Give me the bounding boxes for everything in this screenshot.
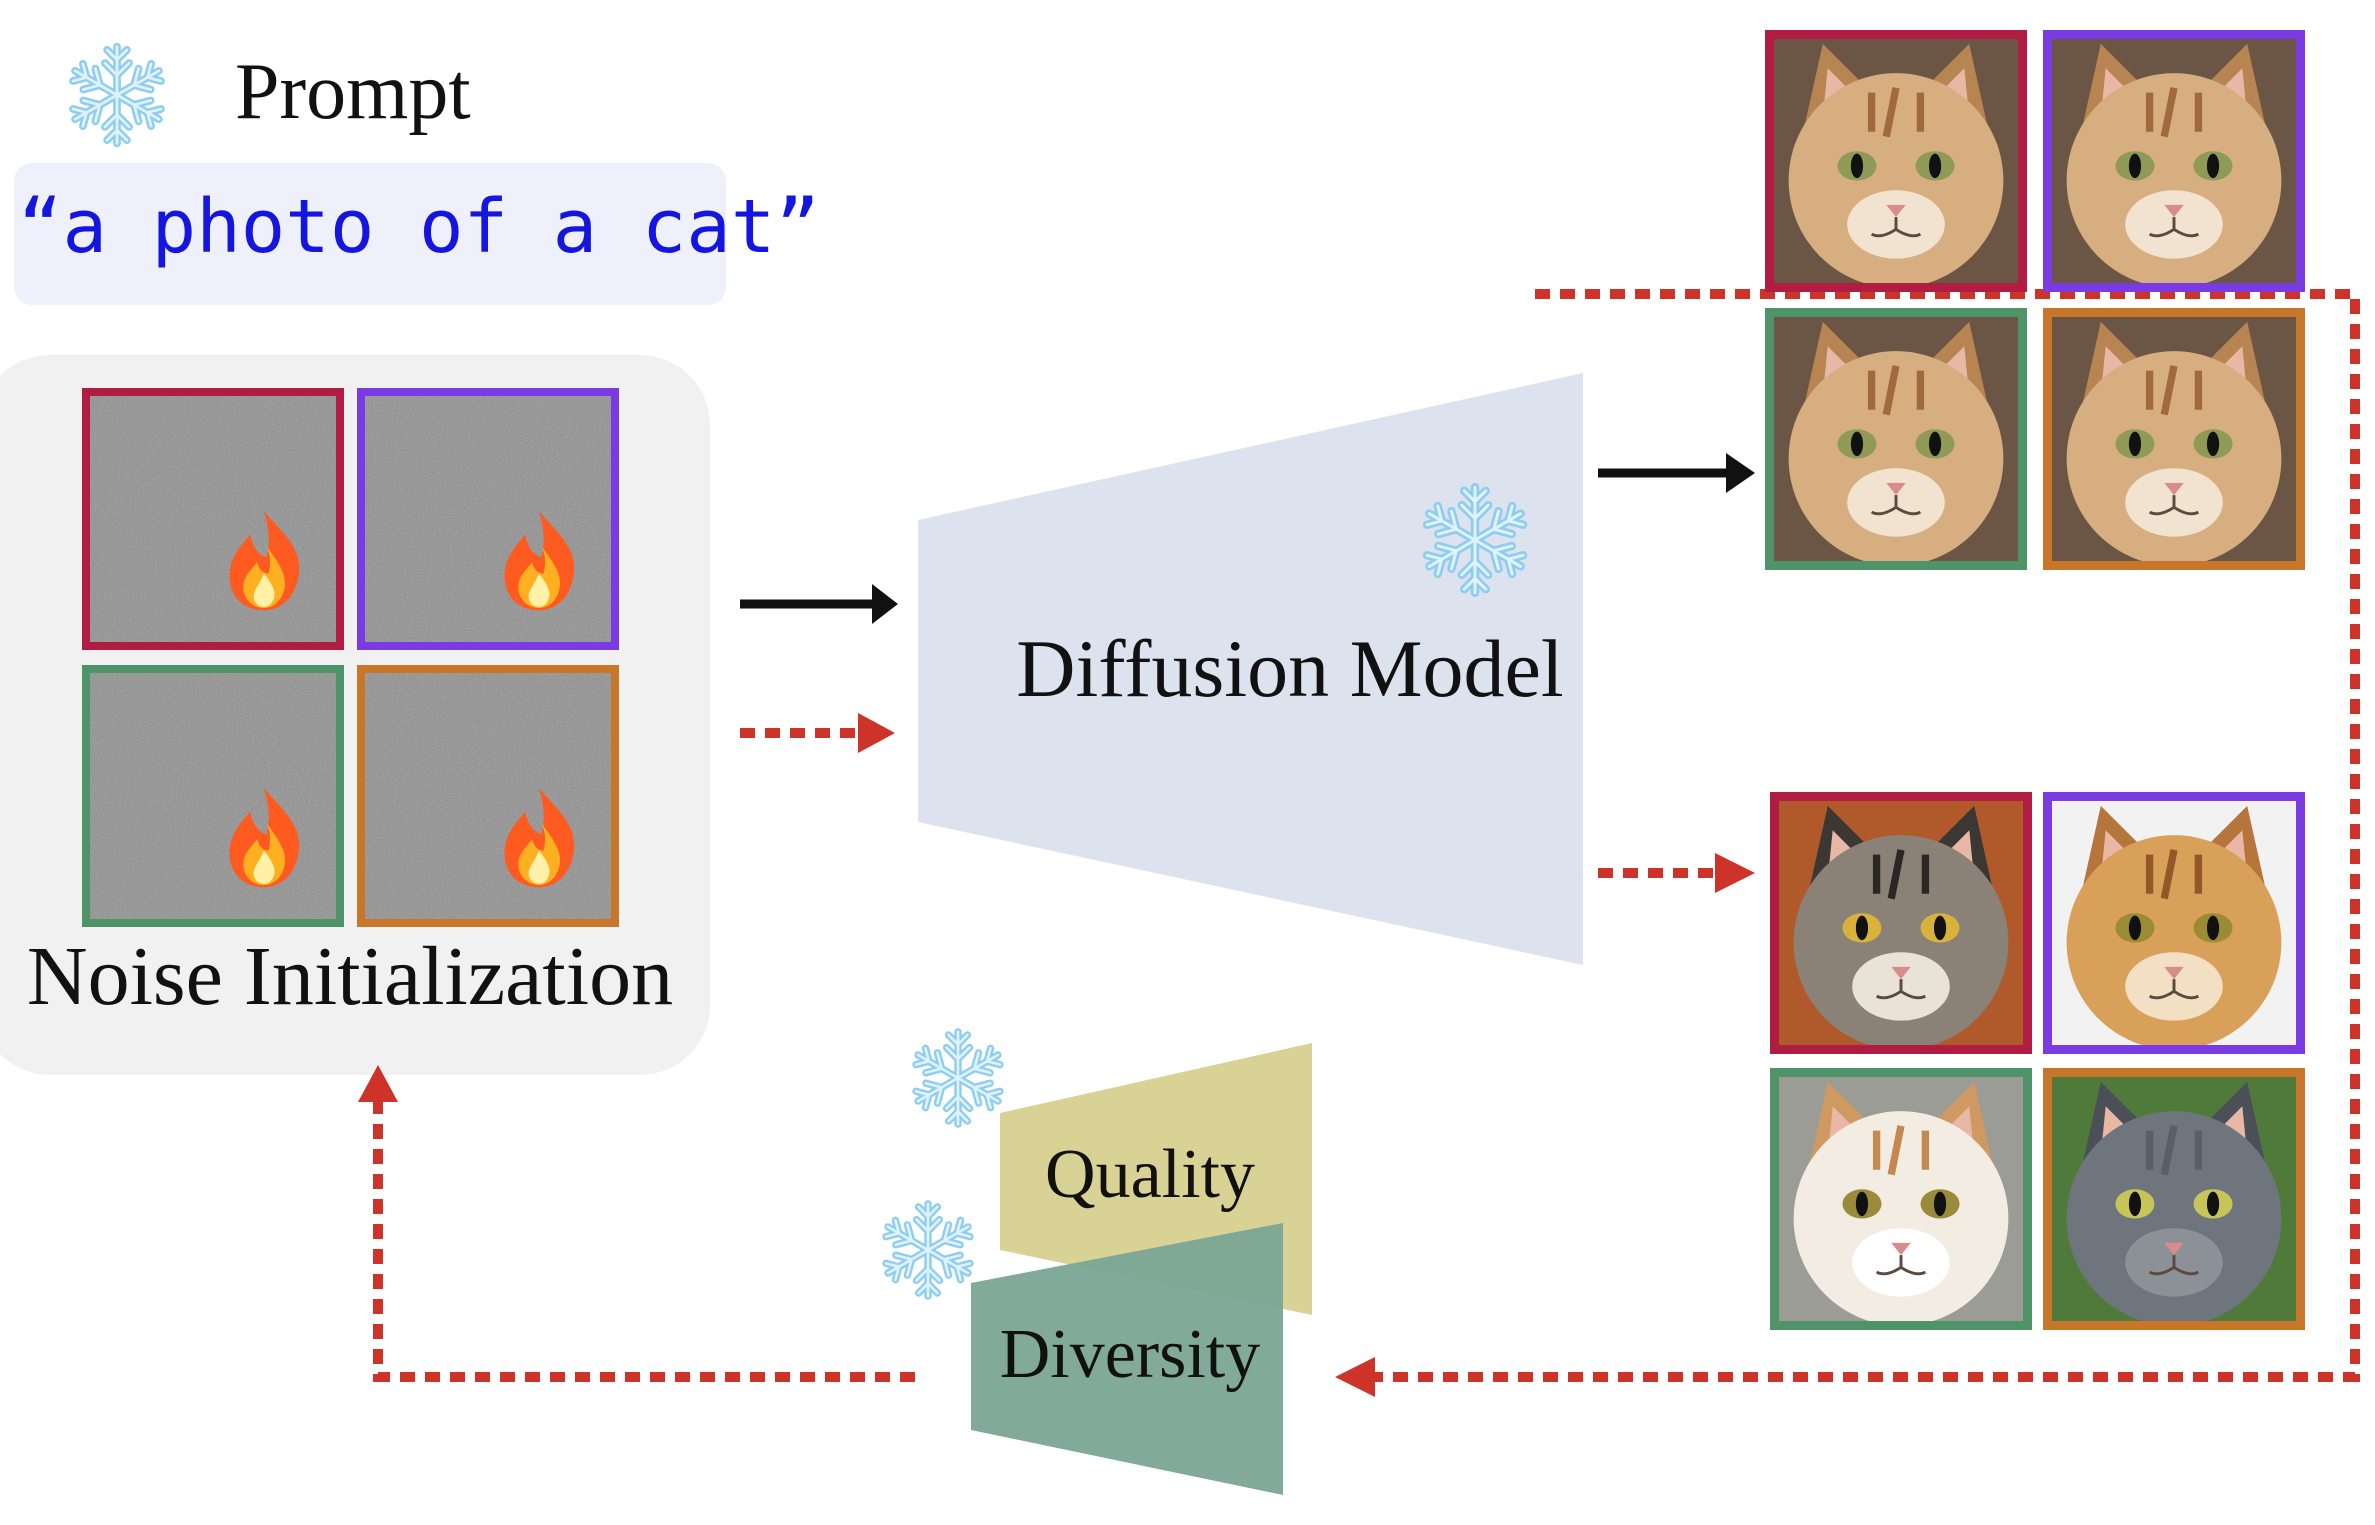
diffusion-model-label: Diffusion Model: [1016, 623, 1564, 714]
cat-photo-tabby-orange: [2052, 317, 2296, 561]
diversity-snowflake-icon: [882, 1204, 974, 1296]
prompt-box: [14, 163, 726, 305]
solid-arrow-output: [1598, 453, 1755, 493]
cat-photo-white-orange: [1779, 1077, 2023, 1321]
output-top-image-3: [1765, 308, 2027, 570]
quality-snowflake-icon: [912, 1032, 1004, 1124]
dotted-arrow-output: [1598, 853, 1755, 893]
output-bottom-image-4: [2043, 1068, 2305, 1330]
output-top-image-4: [2043, 308, 2305, 570]
noise-tile-3: [82, 665, 344, 927]
noise-initialization-title: Noise Initialization: [26, 930, 674, 1023]
cat-photo-tabby-orange: [1774, 39, 2018, 283]
diffusion-model-shape: [918, 373, 1583, 965]
cat-photo-orange-tabby: [2052, 801, 2296, 1045]
quality-label: Quality: [1045, 1136, 1255, 1213]
diversity-label: Diversity: [999, 1316, 1261, 1393]
dotted-arrow-input: [740, 713, 895, 753]
output-bottom-image-3: [1770, 1068, 2032, 1330]
output-top-image-2: [2043, 30, 2305, 292]
dotted-feedback-loop: [358, 289, 2360, 1397]
diversity-evaluator-shape: [971, 1223, 1283, 1495]
noise-tile-1: [82, 388, 344, 650]
cat-photo-gray: [2052, 1077, 2296, 1321]
noise-tile-2: [357, 388, 619, 650]
output-bottom-image-1: [1770, 792, 2032, 1054]
prompt-label: Prompt: [235, 48, 471, 136]
cat-photo-tabby-orange: [1774, 317, 2018, 561]
output-top-image-1: [1765, 30, 2027, 292]
cat-photo-tabby-orange: [2052, 39, 2296, 283]
prompt-text: “a photo of a cat”: [18, 184, 820, 270]
output-bottom-image-2: [2043, 792, 2305, 1054]
cat-photo-striped-tabby: [1779, 801, 2023, 1045]
solid-arrow-input: [740, 584, 898, 624]
noise-tile-4: [357, 665, 619, 927]
